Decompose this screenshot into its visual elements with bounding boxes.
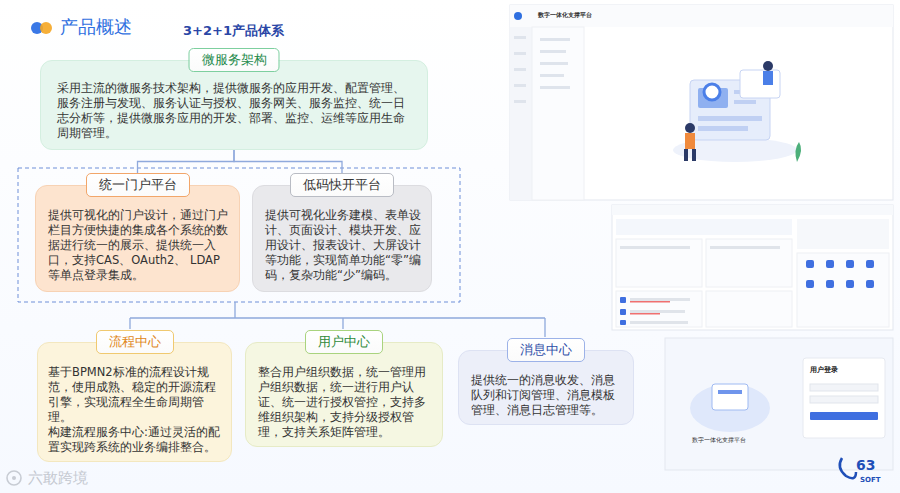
box-body: 提供可视化业务建模、表单设计、页面设计、模块开发、应用设计、报表设计、大屏设计等… bbox=[265, 208, 421, 283]
box-body: 构建流程服务中心:通过灵活的配置实现跨系统的业务编排整合。 bbox=[48, 425, 223, 455]
group-frame bbox=[18, 168, 460, 302]
content-box: 流程中心基于BPMN2标准的流程设计规范，使用成熟、稳定的开源流程引擎，实现流程… bbox=[37, 342, 232, 462]
illustration bbox=[690, 384, 770, 432]
screenshot-portal bbox=[510, 5, 893, 200]
screen-frame bbox=[665, 338, 893, 470]
screenshot-dashboard bbox=[612, 205, 893, 330]
screenshot-login bbox=[665, 338, 893, 470]
login-button bbox=[810, 412, 878, 420]
box-heading: 微服务架构 bbox=[189, 48, 280, 72]
screen-title: 数字一体化支撑平台 bbox=[538, 12, 592, 19]
panel bbox=[797, 253, 889, 327]
list-lines bbox=[620, 246, 780, 324]
illustration bbox=[718, 390, 742, 394]
box-heading: 低码快开平台 bbox=[290, 173, 394, 197]
content-box: 消息中心提供统一的消息收发、消息队列和订阅管理、消息模板管理、消息日志管理等。 bbox=[458, 350, 634, 425]
screen-frame bbox=[510, 5, 893, 200]
panel bbox=[616, 219, 792, 235]
box-heading: 消息中心 bbox=[507, 338, 585, 362]
watermark-icon bbox=[7, 471, 21, 485]
box-heading: 统一门户平台 bbox=[86, 173, 190, 197]
watermark: 六敢跨境 bbox=[28, 470, 88, 487]
system-heading: 3+2+1产品体系 bbox=[183, 24, 284, 39]
box-body: 采用主流的微服务技术架构，提供微服务的应用开发、配置管理、服务注册与发现、服务认… bbox=[57, 81, 413, 141]
tree-connector bbox=[234, 150, 342, 173]
logo-text: SOFT bbox=[860, 476, 881, 484]
box-body: 提供统一的消息收发、消息队列和订阅管理、消息模板管理、消息日志管理等。 bbox=[471, 373, 625, 418]
tree-connector bbox=[138, 150, 235, 173]
box-heading: 流程中心 bbox=[96, 330, 174, 354]
title-dot bbox=[40, 22, 52, 34]
panel bbox=[616, 291, 702, 327]
company-logo bbox=[840, 458, 856, 478]
illustration bbox=[673, 61, 801, 162]
panel bbox=[706, 291, 792, 327]
box-body: 基于BPMN2标准的流程设计规范，使用成熟、稳定的开源流程引擎，实现流程全生命周… bbox=[48, 365, 223, 425]
logo-dot bbox=[514, 12, 522, 20]
input-field bbox=[810, 396, 878, 403]
box-body: 整合用户组织数据，统一管理用户组织数据，统一进行用户认证、统一进行授权管控，支持… bbox=[258, 365, 434, 440]
content-box: 低码快开平台提供可视化业务建模、表单设计、页面设计、模块开发、应用设计、报表设计… bbox=[252, 185, 432, 292]
panel bbox=[706, 239, 792, 287]
app-icons bbox=[620, 260, 874, 325]
box-body: 提供可视化的门户设计，通过门户栏目方便快捷的集成各个系统的数据进行统一的展示、提… bbox=[48, 208, 229, 283]
screen-header bbox=[612, 205, 893, 215]
page-title: 产品概述 bbox=[60, 15, 132, 39]
input-field bbox=[810, 384, 878, 391]
box-heading: 用户中心 bbox=[305, 330, 383, 354]
panel bbox=[797, 219, 889, 249]
logo-number: 63 bbox=[856, 457, 875, 473]
panel bbox=[616, 239, 702, 287]
login-card bbox=[803, 358, 885, 438]
screen-header bbox=[510, 5, 893, 27]
screen-frame bbox=[612, 205, 893, 330]
content-box: 微服务架构采用主流的微服务技术架构，提供微服务的应用开发、配置管理、服务注册与发… bbox=[40, 60, 428, 150]
content-box: 统一门户平台提供可视化的门户设计，通过门户栏目方便快捷的集成各个系统的数据进行统… bbox=[35, 185, 240, 292]
screen-title: 数字一体化支撑平台 bbox=[692, 437, 746, 444]
illustration bbox=[712, 384, 748, 410]
screen-menu bbox=[532, 27, 584, 200]
login-title: 用户登录 bbox=[810, 366, 838, 374]
content-box: 用户中心整合用户组织数据，统一管理用户组织数据，统一进行用户认证、统一进行授权管… bbox=[245, 342, 443, 447]
menu-items bbox=[514, 36, 570, 103]
screen-sidebar bbox=[510, 27, 532, 200]
